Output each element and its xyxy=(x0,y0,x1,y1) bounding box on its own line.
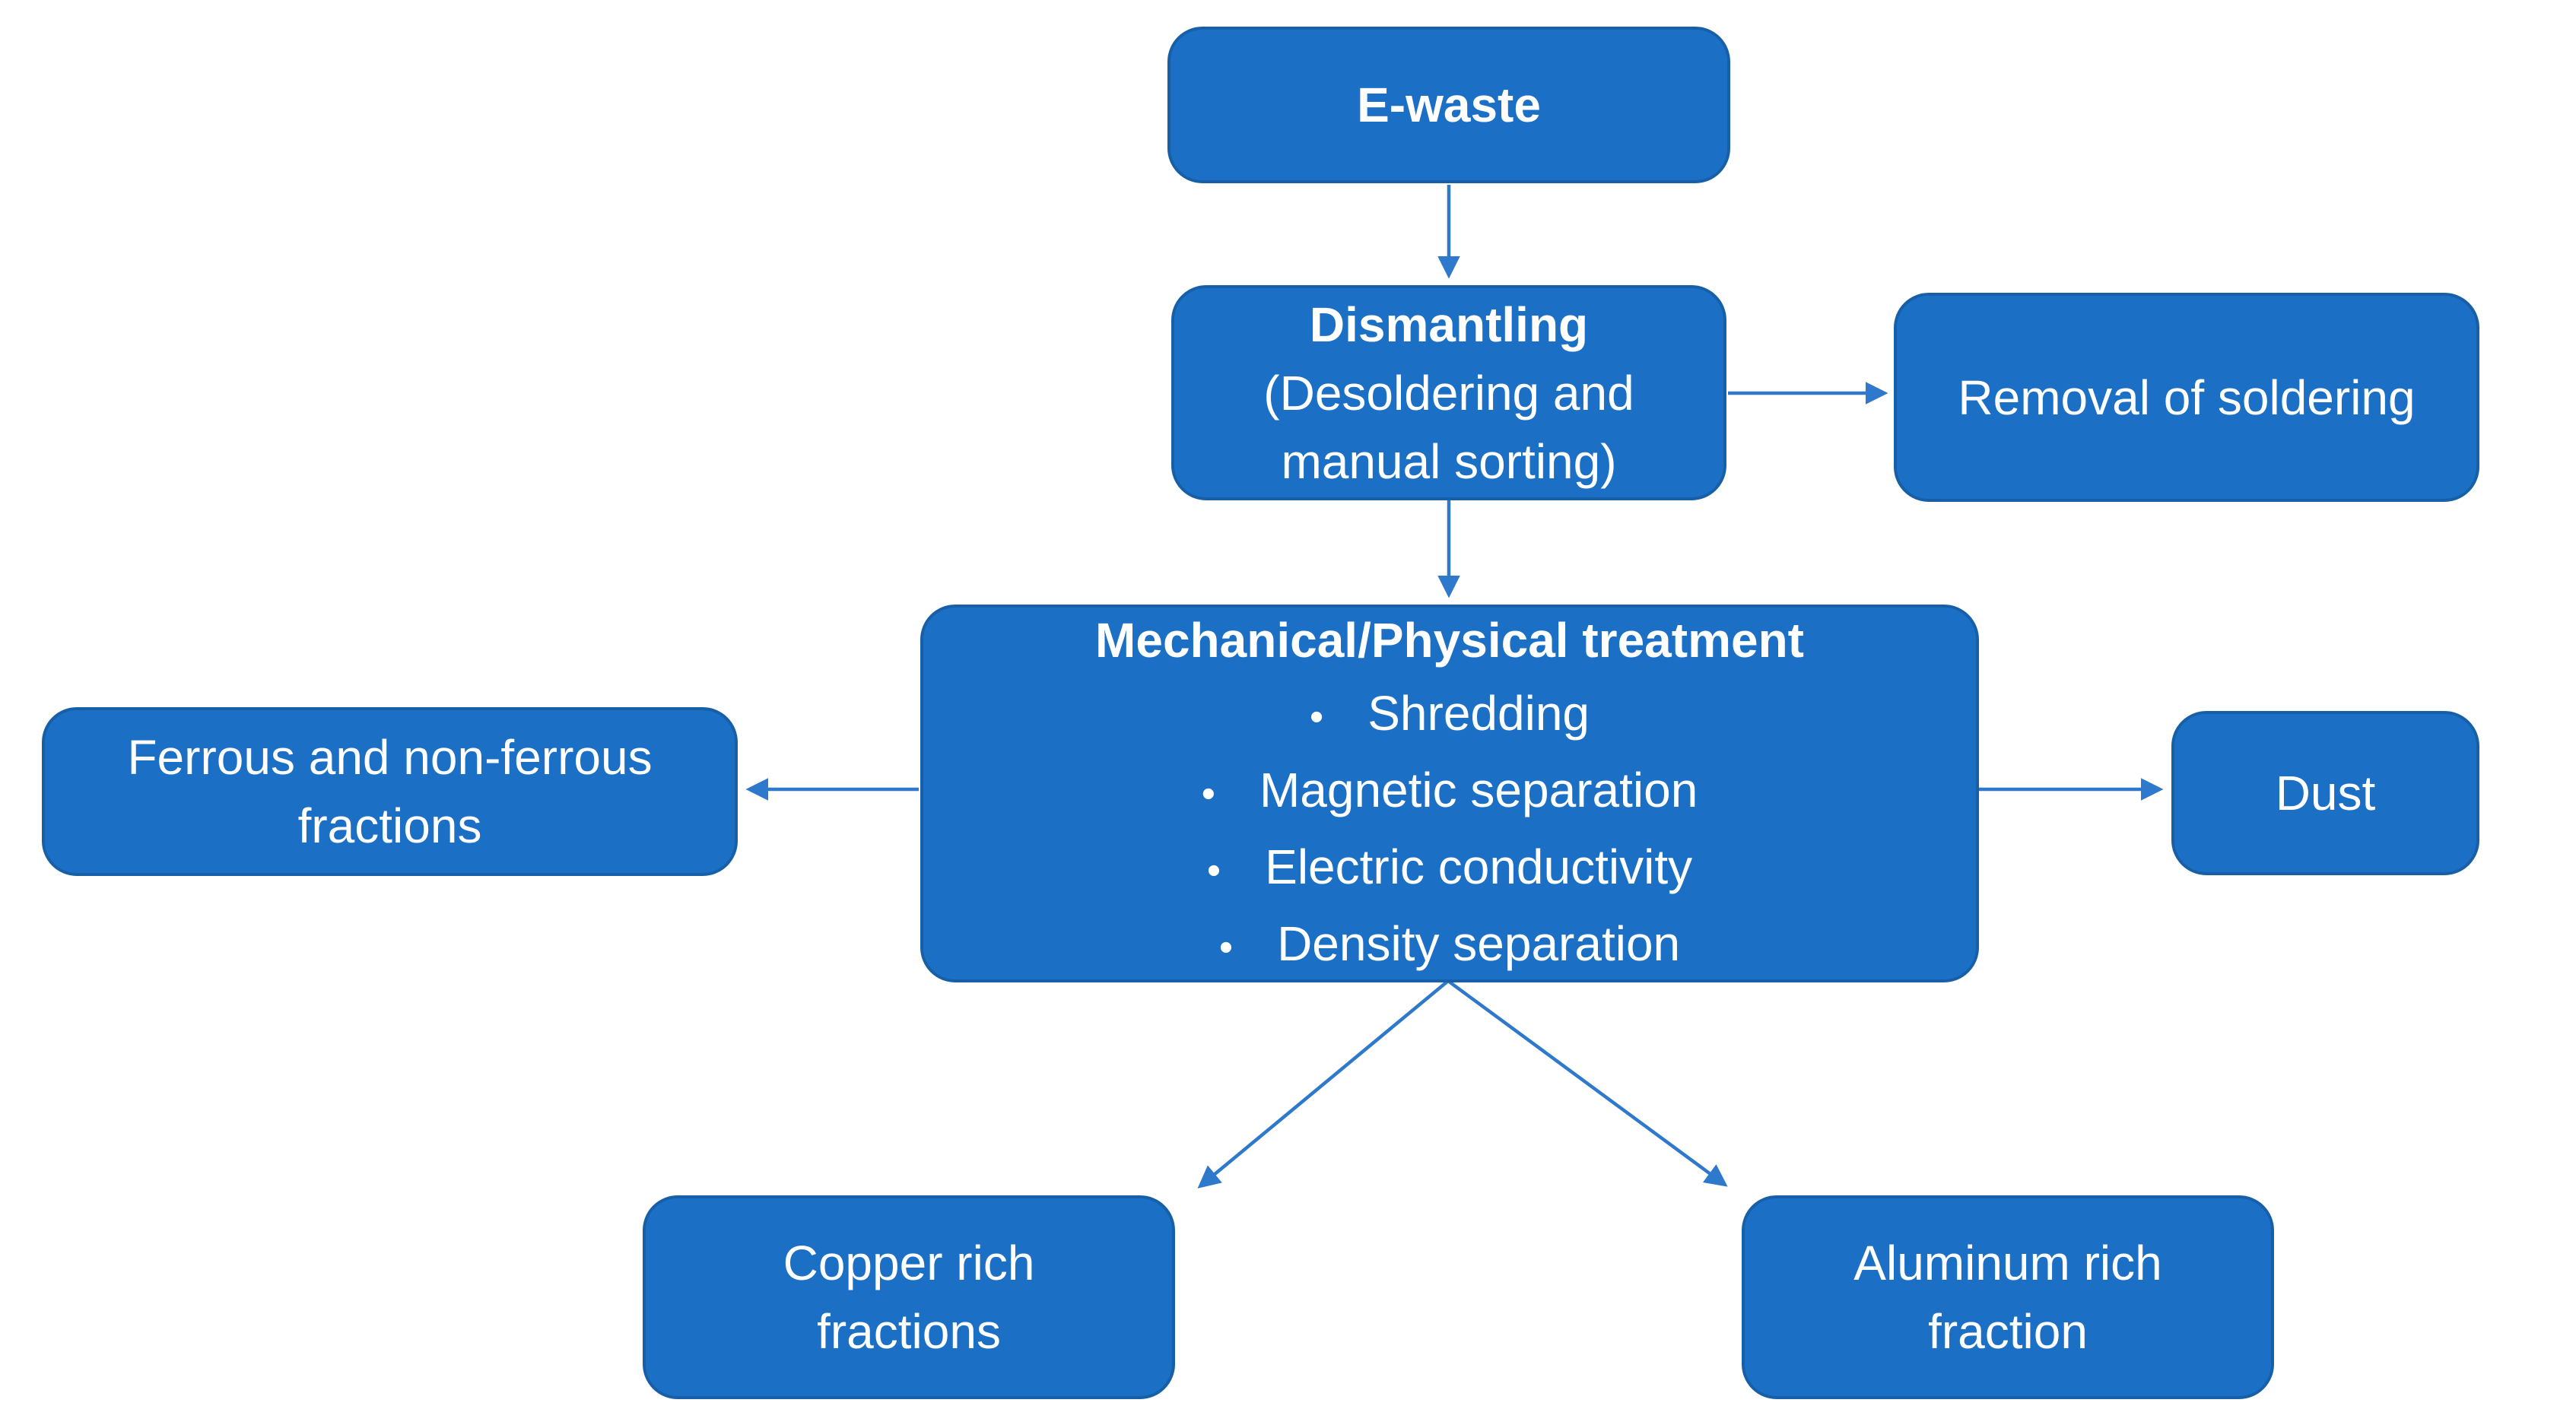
node-ferrous-fractions: Ferrous and non-ferrous fractions xyxy=(42,707,738,876)
node-dismantling-subtitle: (Desoldering and manual sorting) xyxy=(1263,365,1634,489)
node-dismantling: Dismantling (Desoldering and manual sort… xyxy=(1171,285,1726,500)
mechanical-bullet-item: • Density separation xyxy=(1219,907,1680,984)
bullet-icon: • xyxy=(1206,848,1221,893)
node-dismantling-title: Dismantling xyxy=(1309,297,1589,352)
mechanical-bullet-label: Shredding xyxy=(1367,685,1590,741)
node-dust: Dust xyxy=(2171,711,2479,875)
mechanical-bullet-item: • Electric conductivity xyxy=(1207,830,1692,907)
mechanical-bullet-label: Electric conductivity xyxy=(1265,839,1693,894)
mechanical-bullet-label: Density separation xyxy=(1277,916,1681,971)
node-ferrous-fractions-label: Ferrous and non-ferrous fractions xyxy=(127,730,653,853)
mechanical-bullet-item: • Magnetic separation xyxy=(1202,754,1698,830)
bullet-icon: • xyxy=(1201,771,1215,816)
node-removal-of-soldering: Removal of soldering xyxy=(1894,293,2479,502)
mechanical-bullet-item: • Shredding xyxy=(1310,677,1590,754)
node-ewaste: E-waste xyxy=(1167,27,1730,183)
node-ewaste-label: E-waste xyxy=(1357,78,1541,132)
arrow-mechanical-to-copper xyxy=(1197,979,1450,1189)
node-mechanical-title: Mechanical/Physical treatment xyxy=(1095,612,1804,668)
node-copper-rich-fractions-label: Copper rich fractions xyxy=(783,1236,1035,1359)
node-aluminum-rich-fraction-label: Aluminum rich fraction xyxy=(1853,1236,2162,1359)
node-aluminum-rich-fraction: Aluminum rich fraction xyxy=(1742,1195,2274,1399)
bullet-icon: • xyxy=(1218,925,1234,970)
mechanical-bullet-label: Magnetic separation xyxy=(1259,762,1698,817)
node-mechanical-treatment: Mechanical/Physical treatment • Shreddin… xyxy=(920,605,1979,982)
bullet-icon: • xyxy=(1310,694,1324,739)
node-removal-of-soldering-label: Removal of soldering xyxy=(1958,370,2416,425)
node-dust-label: Dust xyxy=(2275,766,2376,820)
node-copper-rich-fractions: Copper rich fractions xyxy=(643,1195,1175,1399)
arrow-mechanical-to-aluminum xyxy=(1447,979,1728,1187)
